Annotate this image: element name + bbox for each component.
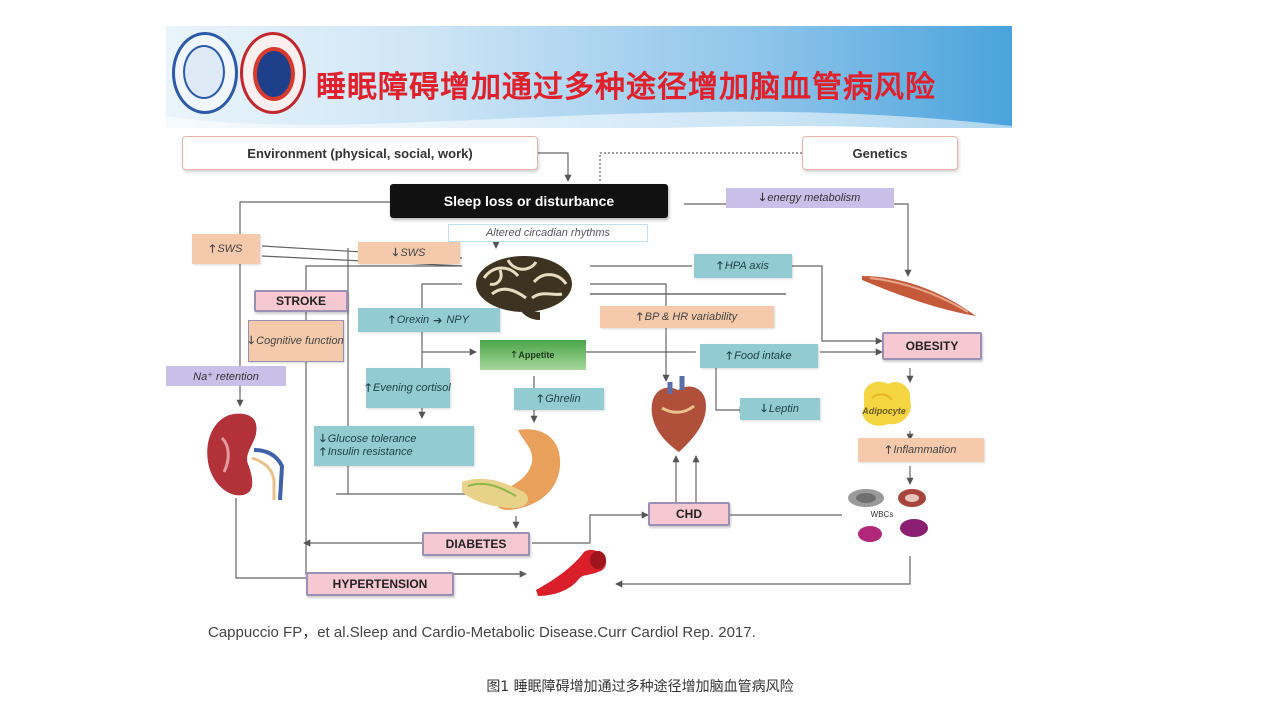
brain-icon	[476, 256, 572, 320]
energy-metabolism-box: 🡓 energy metabolism	[726, 188, 894, 208]
sws-increase-label: SWS	[217, 243, 243, 255]
food-intake-label: Food intake	[734, 350, 792, 362]
wbcs-icon	[848, 489, 928, 542]
wbcs-label: WBCs	[870, 509, 894, 519]
up-arrow-icon: 🡑	[726, 349, 733, 362]
up-arrow-icon: 🡑	[209, 242, 216, 255]
genetics-box: Genetics	[802, 136, 958, 170]
sws-increase-box: 🡑 SWS	[192, 234, 260, 264]
down-arrow-icon: 🡓	[392, 246, 399, 259]
diabetes-box: DIABETES	[422, 532, 530, 556]
hpa-axis-box: 🡑 HPA axis	[694, 254, 792, 278]
insulin-resistance-label: Insulin resistance	[327, 446, 413, 458]
appetite-box: 🡑 Appetite	[480, 340, 586, 370]
obesity-box: OBESITY	[882, 332, 982, 360]
down-arrow-icon: 🡓	[248, 334, 255, 347]
cognitive-function-label: Cognitive function	[256, 334, 344, 347]
stomach-pancreas-icon	[462, 429, 561, 510]
chd-box: CHD	[648, 502, 730, 526]
heart-icon	[651, 376, 706, 452]
muscle-icon	[862, 276, 976, 316]
environment-box: Environment (physical, social, work)	[182, 136, 538, 170]
hospital-logo-icon	[240, 32, 306, 114]
cognitive-function-box: 🡓Cognitive function	[248, 320, 344, 362]
glucose-insulin-box: 🡓Glucose tolerance 🡑Insulin resistance	[314, 426, 474, 466]
down-arrow-icon: 🡓	[761, 402, 767, 415]
inflammation-box: 🡑 Inflammation	[858, 438, 984, 462]
leptin-label: Leptin	[768, 403, 799, 415]
glucose-tolerance-label: Glucose tolerance	[327, 433, 417, 445]
down-arrow-icon: 🡓	[320, 433, 326, 445]
slide: 睡眠障碍增加通过多种途径增加脑血管病风险	[166, 26, 1012, 656]
adipocyte-icon	[862, 381, 911, 426]
appetite-label: Appetite	[518, 350, 555, 360]
kidney-icon	[207, 413, 285, 501]
citation: Cappuccio FP，et al.Sleep and Cardio-Meta…	[208, 624, 756, 641]
up-arrow-icon: 🡑	[537, 392, 544, 405]
evening-cortisol-label: Evening cortisol	[373, 381, 451, 394]
up-arrow-icon: 🡑	[389, 313, 395, 326]
orexin-label: Orexin	[396, 314, 430, 326]
evening-cortisol-box: 🡑Evening cortisol	[365, 368, 451, 408]
up-arrow-icon: 🡑	[636, 310, 643, 323]
altered-circadian-box: Altered circadian rhythms	[448, 224, 648, 242]
sws-decrease-label: SWS	[400, 247, 426, 259]
na-retention-box: Na⁺ retention	[166, 366, 286, 386]
artery-icon	[536, 549, 606, 596]
up-arrow-icon: 🡑	[365, 381, 372, 394]
hpa-axis-label: HPA axis	[724, 260, 769, 272]
ghrelin-box: 🡑 Ghrelin	[514, 388, 604, 410]
bp-hr-variability-label: BP & HR variability	[644, 311, 738, 323]
hypertension-box: HYPERTENSION	[306, 572, 454, 596]
orexin-npy-box: 🡑 Orexin ➔ NPY	[358, 308, 500, 332]
down-arrow-icon: 🡓	[759, 191, 766, 204]
right-arrow-icon: ➔	[433, 314, 443, 327]
up-arrow-icon: 🡑	[320, 446, 326, 458]
up-arrow-icon: 🡑	[885, 443, 892, 456]
inflammation-label: Inflammation	[893, 444, 957, 456]
sws-decrease-box: 🡓 SWS	[358, 242, 460, 264]
slide-title: 睡眠障碍增加通过多种途径增加脑血管病风险	[316, 70, 936, 105]
adipocyte-label: Adipocyte	[862, 406, 906, 416]
university-logo-icon	[172, 32, 238, 114]
bp-hr-variability-box: 🡑 BP & HR variability	[600, 306, 774, 328]
food-intake-box: 🡑 Food intake	[700, 344, 818, 368]
figure-caption: 图1 睡眠障碍增加通过多种途径增加脑血管病风险	[486, 679, 794, 695]
sleep-loss-box: Sleep loss or disturbance	[390, 184, 668, 218]
ghrelin-label: Ghrelin	[545, 393, 581, 405]
up-arrow-icon: 🡑	[717, 259, 723, 272]
leptin-box: 🡓 Leptin	[740, 398, 820, 420]
npy-label: NPY	[446, 314, 469, 326]
stroke-box: STROKE	[254, 290, 348, 312]
energy-metabolism-label: energy metabolism	[767, 192, 861, 204]
up-arrow-icon: 🡑	[511, 349, 517, 359]
